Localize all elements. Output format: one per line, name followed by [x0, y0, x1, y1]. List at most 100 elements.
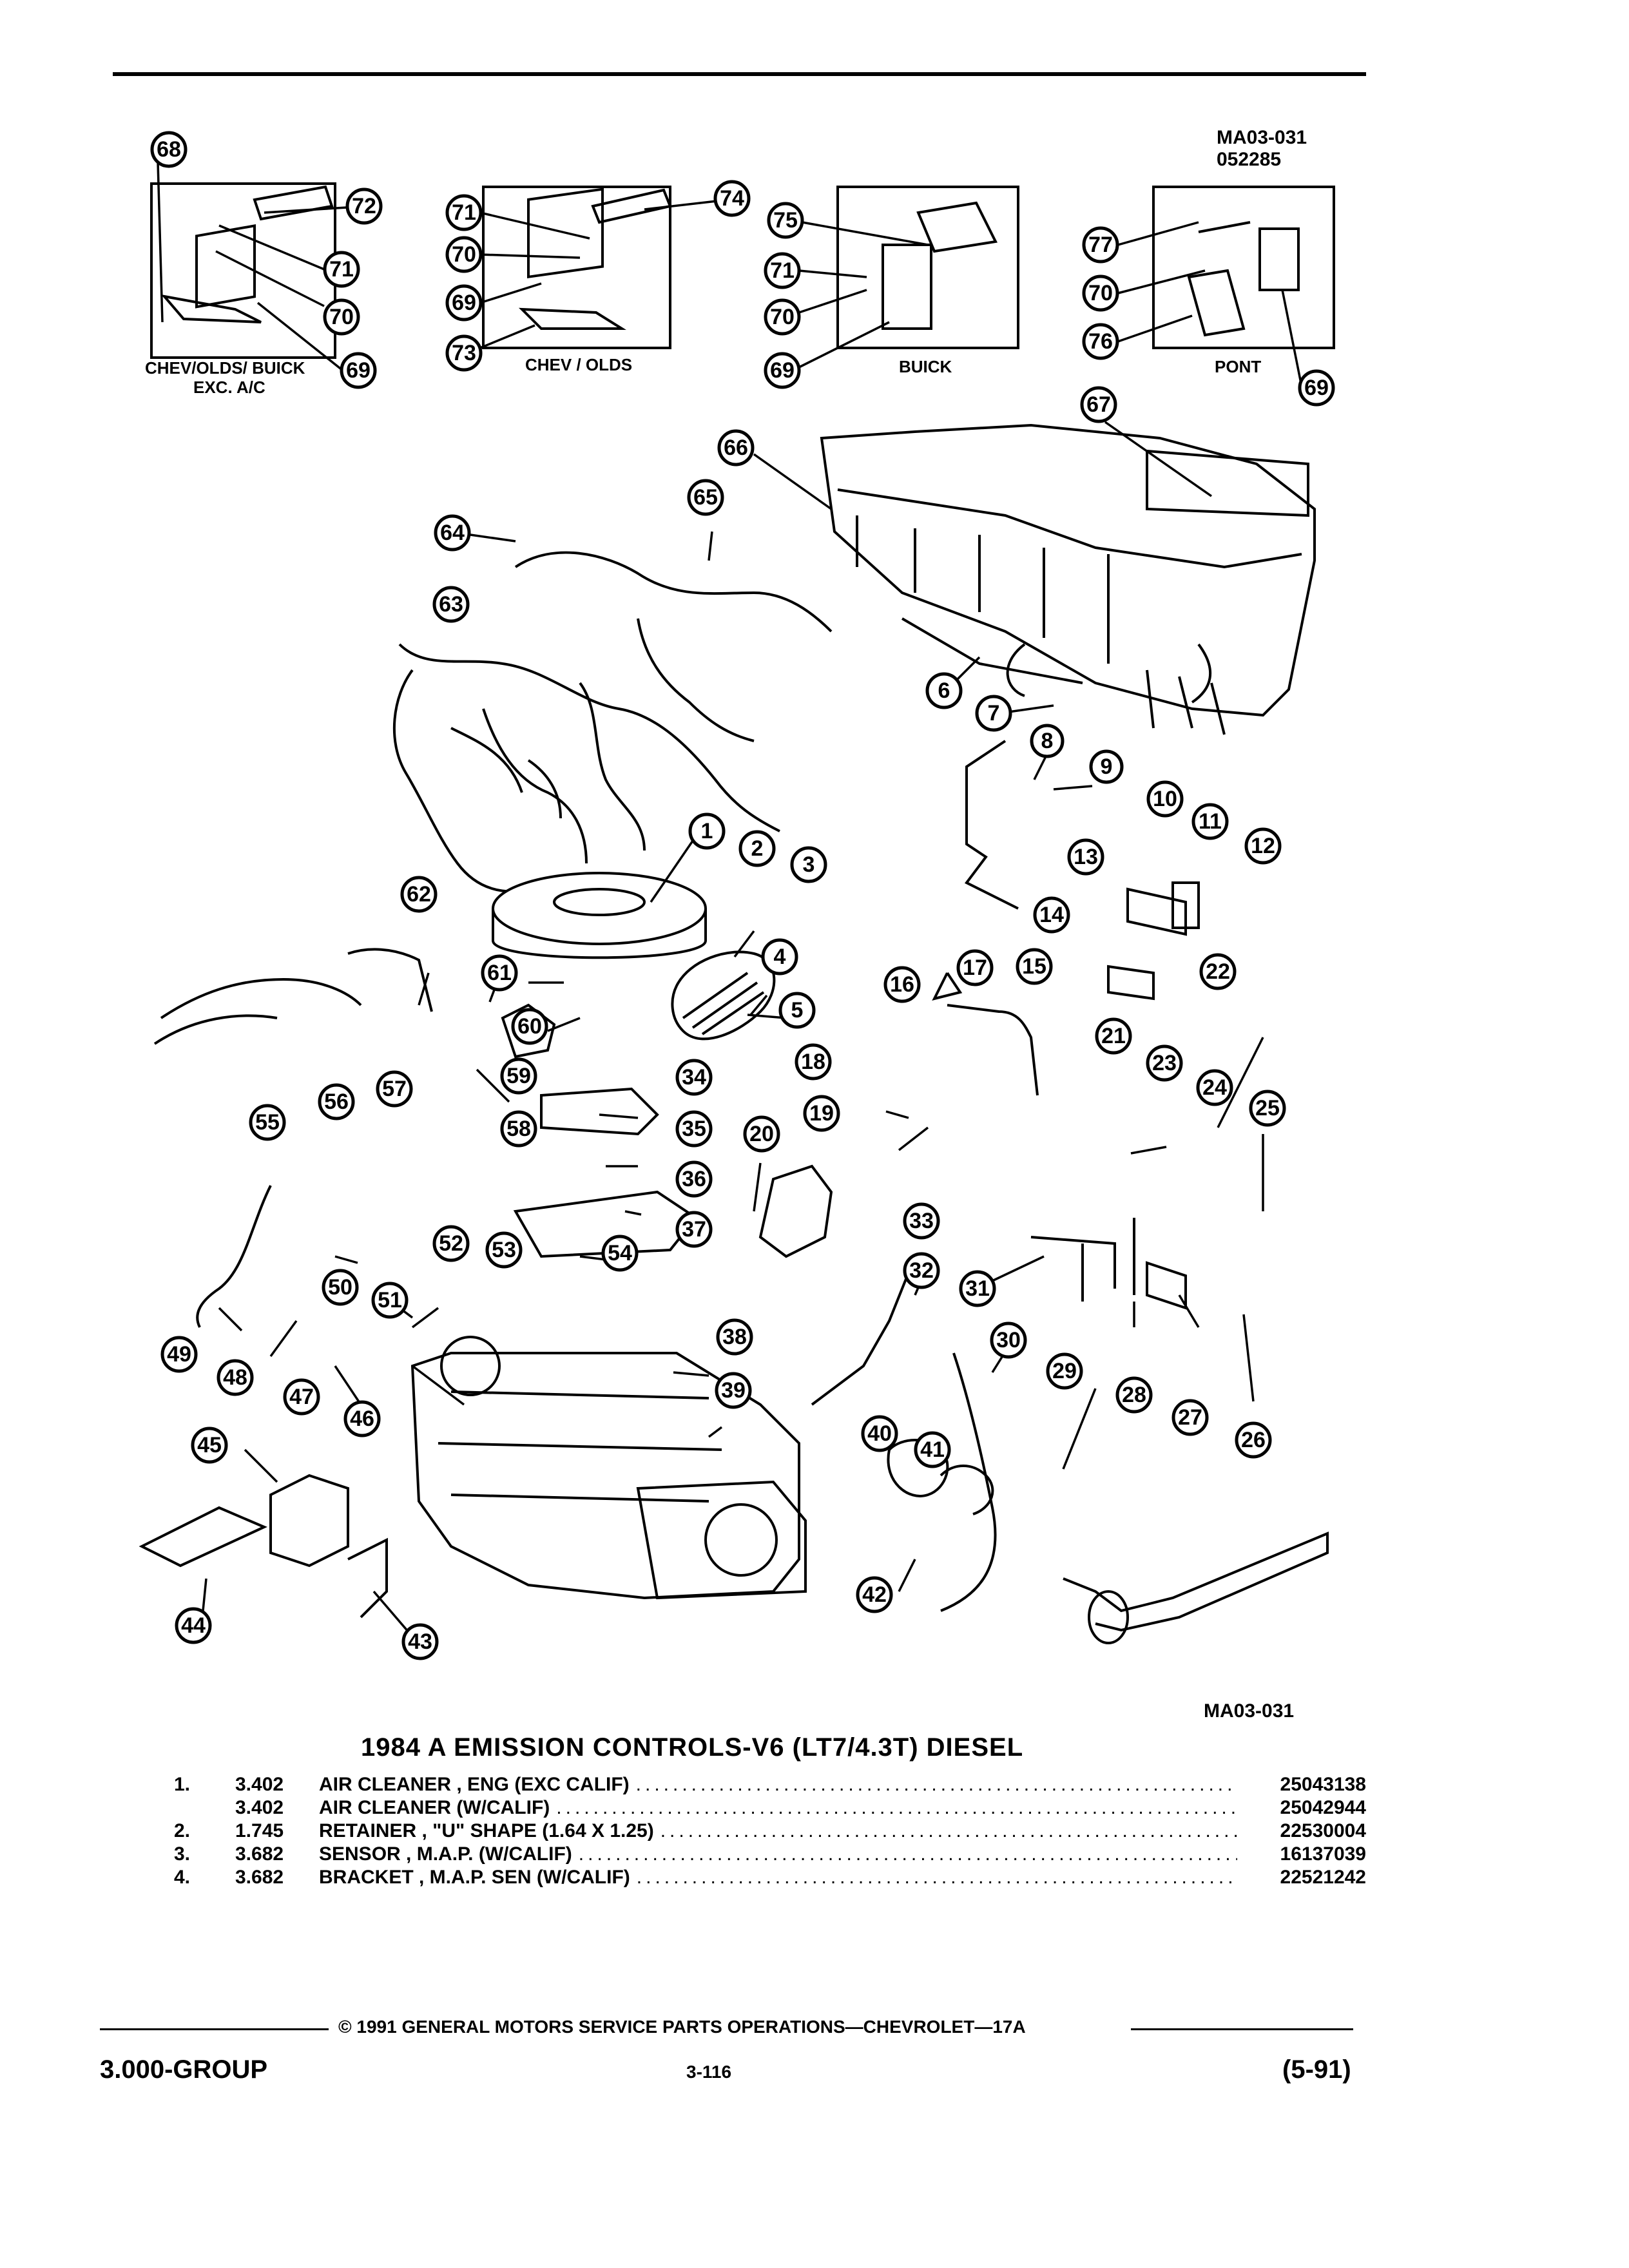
callout-25: 25 [1249, 1090, 1286, 1127]
callout-75: 75 [767, 202, 804, 239]
svg-text:15: 15 [1022, 954, 1046, 979]
variant-box-buick: BUICK [836, 186, 1019, 376]
svg-text:36: 36 [682, 1167, 706, 1191]
part-description: AIR CLEANER , ENG (EXC CALIF) [319, 1774, 630, 1795]
callout-35: 35 [675, 1110, 713, 1148]
part-number: 25042944 [1280, 1797, 1366, 1818]
exhaust-pipe-drawing [1063, 1532, 1329, 1644]
callout-74: 74 [713, 180, 751, 217]
callout-63: 63 [432, 586, 470, 623]
air-cleaner-drawing [492, 872, 707, 959]
callout-70: 70 [323, 298, 360, 336]
callout-8: 8 [1030, 724, 1065, 758]
svg-text:2: 2 [751, 836, 764, 861]
callout-3: 3 [790, 846, 827, 883]
callout-27: 27 [1171, 1399, 1209, 1436]
callout-10: 10 [1146, 780, 1184, 818]
svg-text:38: 38 [722, 1325, 747, 1349]
callout-47: 47 [283, 1378, 320, 1416]
callout-37: 37 [675, 1211, 713, 1248]
callout-30: 30 [990, 1321, 1027, 1359]
callout-58: 58 [500, 1110, 537, 1148]
variant-box-label: PONT [1215, 357, 1261, 376]
callout-36: 36 [675, 1160, 713, 1198]
variant-box-pont: PONT [1152, 186, 1335, 376]
svg-text:66: 66 [724, 436, 748, 460]
variant-box-label: BUICK [899, 357, 952, 376]
dot-leader: ........................................… [636, 1867, 1237, 1888]
svg-text:29: 29 [1052, 1359, 1077, 1383]
callout-31: 31 [959, 1270, 996, 1307]
svg-text:9: 9 [1101, 754, 1113, 779]
svg-text:47: 47 [289, 1385, 314, 1409]
callout-32: 32 [903, 1252, 940, 1289]
svg-text:58: 58 [506, 1117, 531, 1141]
svg-text:69: 69 [346, 358, 371, 383]
svg-text:1: 1 [701, 819, 713, 843]
callout-22: 22 [1199, 953, 1237, 990]
svg-text:57: 57 [382, 1077, 407, 1101]
callout-49: 49 [160, 1336, 198, 1373]
svg-text:23: 23 [1152, 1051, 1177, 1075]
svg-text:43: 43 [408, 1629, 432, 1654]
callout-24: 24 [1196, 1069, 1233, 1106]
variant-box-chev-olds-buick: CHEV/OLDS/ BUICK EXC. A/C [145, 182, 336, 397]
svg-text:77: 77 [1088, 233, 1113, 257]
callout-55: 55 [249, 1104, 286, 1141]
svg-text:39: 39 [721, 1378, 746, 1403]
svg-text:11: 11 [1199, 809, 1222, 834]
page-number: 3-116 [686, 2062, 732, 2082]
group-number: 1.745 [235, 1820, 284, 1841]
svg-text:33: 33 [909, 1209, 934, 1233]
svg-text:67: 67 [1086, 392, 1111, 417]
footer-rule-right [1131, 2028, 1353, 2030]
svg-text:72: 72 [352, 194, 376, 218]
part-description: RETAINER , "U" SHAPE (1.64 X 1.25) [319, 1820, 654, 1841]
callout-14: 14 [1033, 896, 1070, 934]
svg-text:51: 51 [378, 1288, 402, 1312]
callout-33: 33 [903, 1202, 940, 1240]
svg-text:13: 13 [1074, 845, 1098, 869]
svg-text:52: 52 [439, 1231, 463, 1256]
callout-11: 11 [1191, 803, 1229, 840]
variant-box-label: CHEV / OLDS [525, 355, 632, 374]
dot-leader: ........................................… [660, 1820, 1237, 1841]
svg-text:75: 75 [773, 208, 798, 233]
illustration-date: 052285 [1217, 149, 1282, 170]
callout-9: 9 [1089, 749, 1124, 784]
svg-text:6: 6 [938, 678, 950, 703]
item-number: 1. [174, 1774, 191, 1795]
revision-date: (5-91) [1282, 2055, 1351, 2084]
callout-19: 19 [803, 1095, 840, 1132]
part-number: 25043138 [1280, 1774, 1366, 1795]
item-number: 2. [174, 1820, 191, 1841]
callout-76: 76 [1082, 323, 1119, 360]
callout-65: 65 [687, 479, 724, 516]
svg-text:56: 56 [324, 1090, 349, 1114]
callout-66: 66 [717, 429, 755, 466]
svg-text:70: 70 [452, 242, 476, 267]
callout-17: 17 [956, 949, 994, 986]
part-number: 22521242 [1280, 1867, 1366, 1888]
parts-list-row: 2. 1.745 RETAINER , "U" SHAPE (1.64 X 1.… [174, 1820, 1366, 1843]
svg-text:31: 31 [965, 1276, 990, 1301]
callout-48: 48 [217, 1359, 254, 1396]
group-label: 3.000-GROUP [100, 2055, 268, 2084]
callout-70: 70 [1082, 274, 1119, 312]
footer-rule-left [100, 2028, 329, 2030]
callout-53: 53 [485, 1231, 523, 1269]
svg-text:10: 10 [1153, 787, 1177, 811]
svg-text:28: 28 [1122, 1383, 1146, 1407]
callout-43: 43 [401, 1623, 439, 1660]
callout-44: 44 [175, 1607, 212, 1644]
callout-52: 52 [432, 1225, 470, 1262]
callout-73: 73 [445, 334, 483, 372]
svg-text:70: 70 [329, 305, 354, 329]
callout-59: 59 [500, 1057, 537, 1095]
svg-text:64: 64 [440, 521, 465, 545]
callout-46: 46 [343, 1400, 381, 1437]
callout-40: 40 [861, 1415, 898, 1452]
illustration-code: MA03-031 [1217, 127, 1307, 148]
callout-13: 13 [1067, 838, 1104, 876]
